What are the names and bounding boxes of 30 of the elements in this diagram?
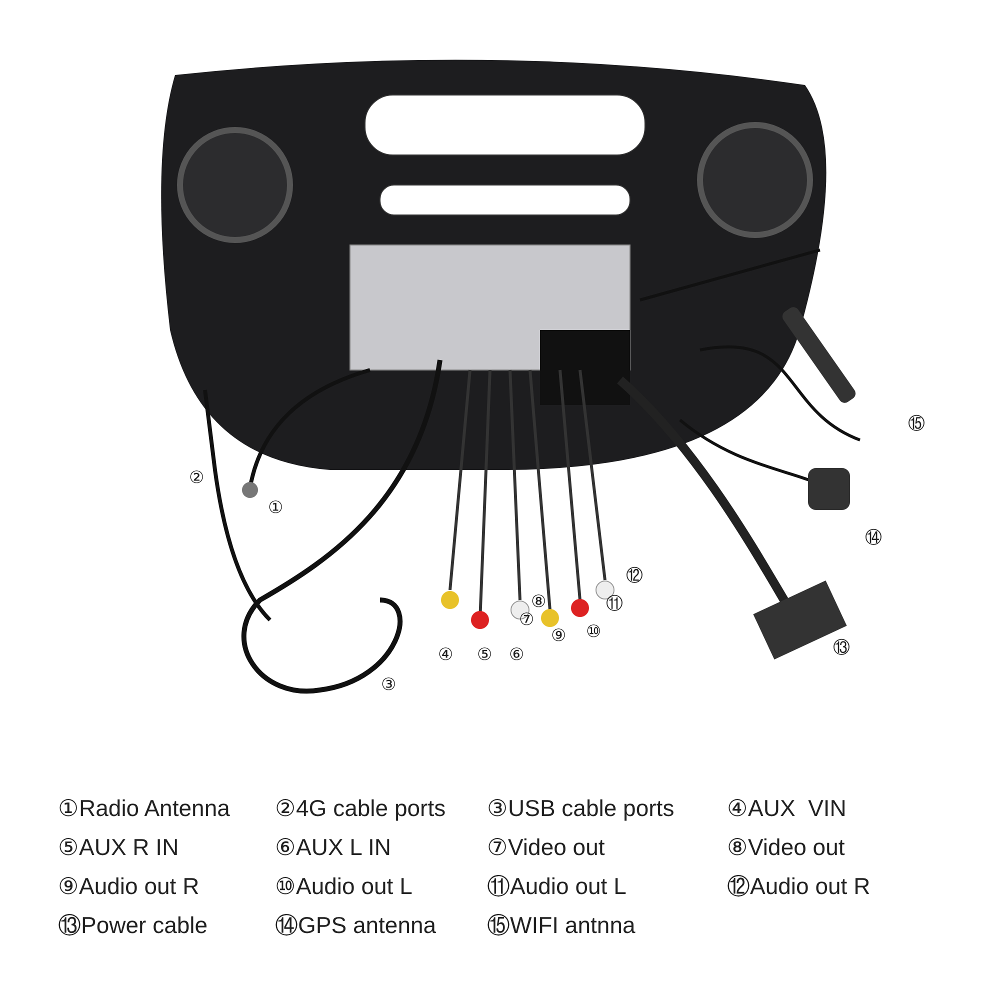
callout-number: ④ (438, 645, 453, 665)
part-legend-entry: ⑪Audio out L (487, 872, 626, 900)
part-legend-entry: ④AUX VIN (727, 794, 846, 822)
callout-number: ⑮ (908, 414, 925, 434)
callout-number: ⑪ (606, 594, 623, 614)
callout-number: ⑦ (519, 610, 534, 630)
callout-number: ⑥ (509, 645, 524, 665)
callout-number: ⑧ (531, 592, 546, 612)
part-legend-entry: ③USB cable ports (487, 794, 674, 822)
part-legend-entry: ⑩Audio out L (275, 872, 412, 900)
part-legend-entry: ⑭GPS antenna (275, 911, 436, 939)
callout-number: ① (268, 498, 283, 518)
callout-number: ⑬ (833, 638, 850, 658)
part-legend-entry: ⑦Video out (487, 833, 605, 861)
callout-number: ⑨ (551, 626, 566, 646)
part-legend-entry: ②4G cable ports (275, 794, 446, 822)
callout-number: ② (189, 468, 204, 488)
part-legend-entry: ⑮WIFI antnna (487, 911, 636, 939)
part-legend-entry: ①Radio Antenna (58, 794, 230, 822)
part-legend-entry: ⑨Audio out R (58, 872, 200, 900)
part-legend-entry: ⑧Video out (727, 833, 845, 861)
callout-number: ⑤ (477, 645, 492, 665)
part-legend-entry: ⑫Audio out R (727, 872, 870, 900)
callout-number: ③ (381, 675, 396, 695)
callout-number: ⑩ (586, 622, 601, 642)
part-legend-entry: ⑤AUX R IN (58, 833, 179, 861)
callout-number: ⑭ (865, 528, 882, 548)
part-legend-entry: ⑥AUX L IN (275, 833, 392, 861)
callout-number: ⑫ (626, 566, 643, 586)
part-legend-entry: ⑬Power cable (58, 911, 208, 939)
